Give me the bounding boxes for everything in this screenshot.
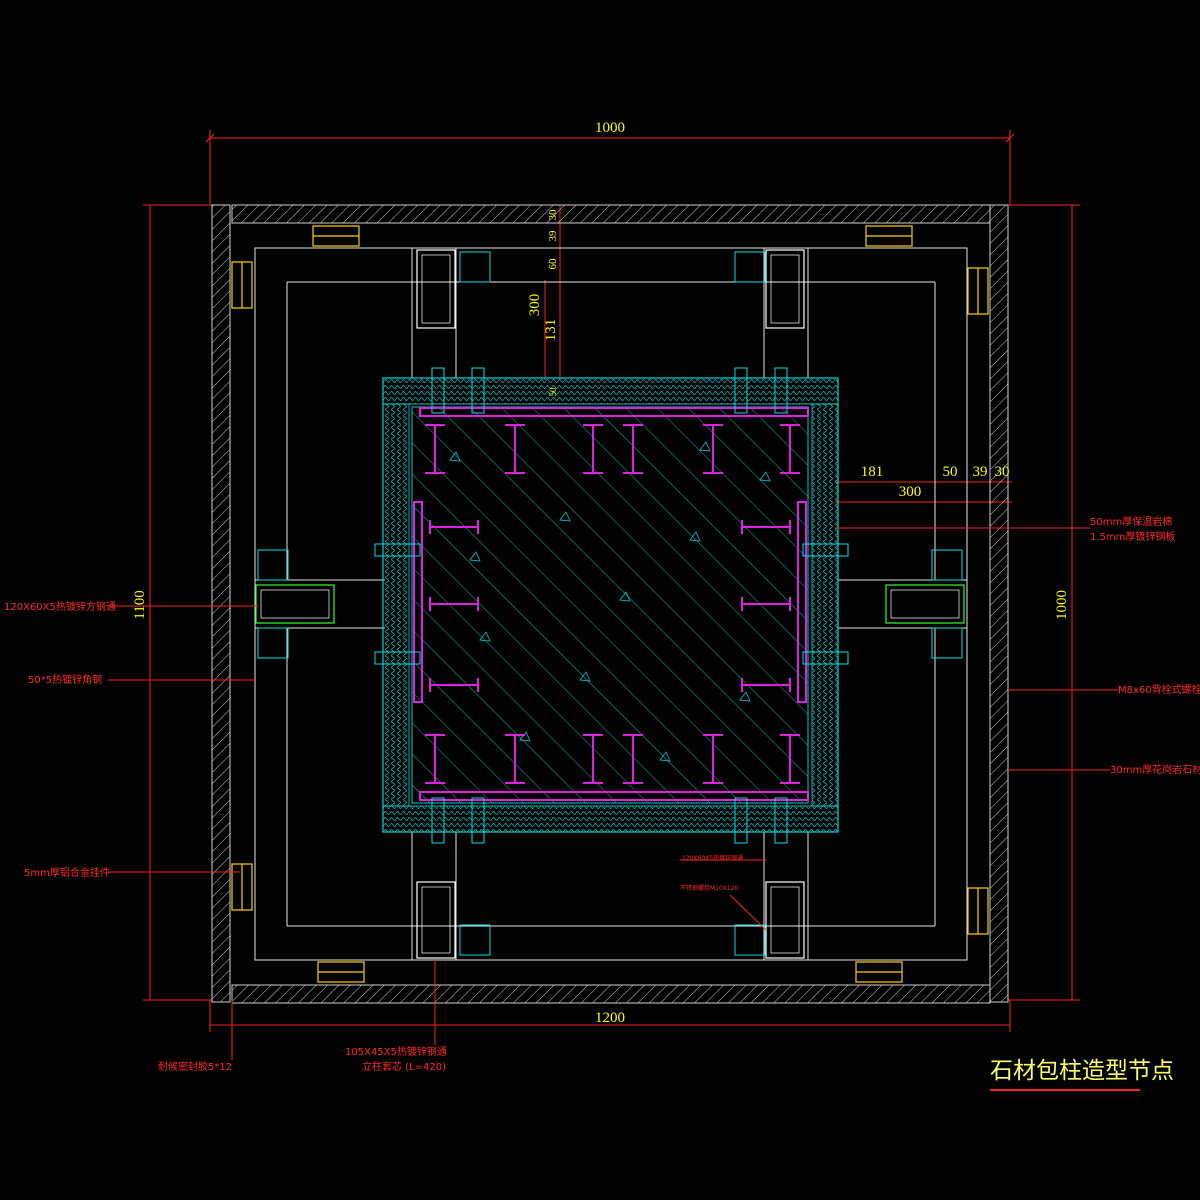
dim-right-height: 1000	[1054, 590, 1070, 620]
dim-131-vertical: 131	[543, 319, 559, 342]
leader-lines	[108, 527, 1118, 1060]
note-back-bolt: M8x60背栓式螺栓	[1118, 683, 1200, 696]
note-center-tube: 120X60X5热镀锌钢通	[682, 854, 743, 862]
dim-50-horizontal: 50	[943, 464, 958, 480]
drawing-title: 石材包柱造型节点	[990, 1058, 1174, 1084]
dim-bottom-width: 1200	[595, 1010, 625, 1026]
dim-30-vertical: 30	[547, 209, 559, 221]
steel-frame-lines	[254, 247, 968, 961]
insulation-rock-wool	[382, 377, 839, 833]
dim-60-vertical: 60	[547, 258, 559, 270]
dim-39-vertical: 39	[547, 230, 559, 242]
dim-181: 181	[861, 464, 884, 480]
dimension-lines	[143, 130, 1080, 1032]
dim-30-horizontal: 30	[995, 464, 1010, 480]
dim-left-height: 1100	[132, 590, 148, 619]
aluminum-hangers	[231, 225, 989, 983]
steel-reinforcement	[413, 407, 809, 801]
note-column-core: 立柱套芯 (L=420)	[362, 1060, 446, 1073]
note-granite-stone: 30mm厚花岗岩石材	[1110, 763, 1200, 776]
note-angle-steel: 50*5热镀锌角钢	[28, 673, 102, 686]
note-square-tube: 120X60X5热镀锌方钢通	[4, 600, 116, 613]
dim-39-horizontal: 39	[973, 464, 988, 480]
dim-300-vertical: 300	[527, 294, 543, 317]
note-sealant: 耐候密封胶5*12	[158, 1060, 232, 1073]
dim-top-width: 1000	[595, 120, 625, 136]
note-steel-sleeve: 105X45X5热镀锌钢通	[345, 1045, 447, 1058]
dim-300-horizontal: 300	[899, 484, 922, 500]
note-rock-wool: 50mm厚保温岩棉	[1090, 515, 1172, 528]
note-stainless-bolt: 不锈钢螺栓M10X120	[680, 884, 739, 892]
dim-50-vertical: 50	[548, 387, 558, 397]
steel-tubes	[255, 249, 965, 959]
bolts	[257, 251, 963, 956]
granite-cladding	[211, 204, 1009, 1004]
note-aluminum-hanger: 5mm厚铝合金挂件	[24, 866, 110, 879]
note-steel-plate: 1.5mm厚镀锌钢板	[1090, 530, 1175, 543]
